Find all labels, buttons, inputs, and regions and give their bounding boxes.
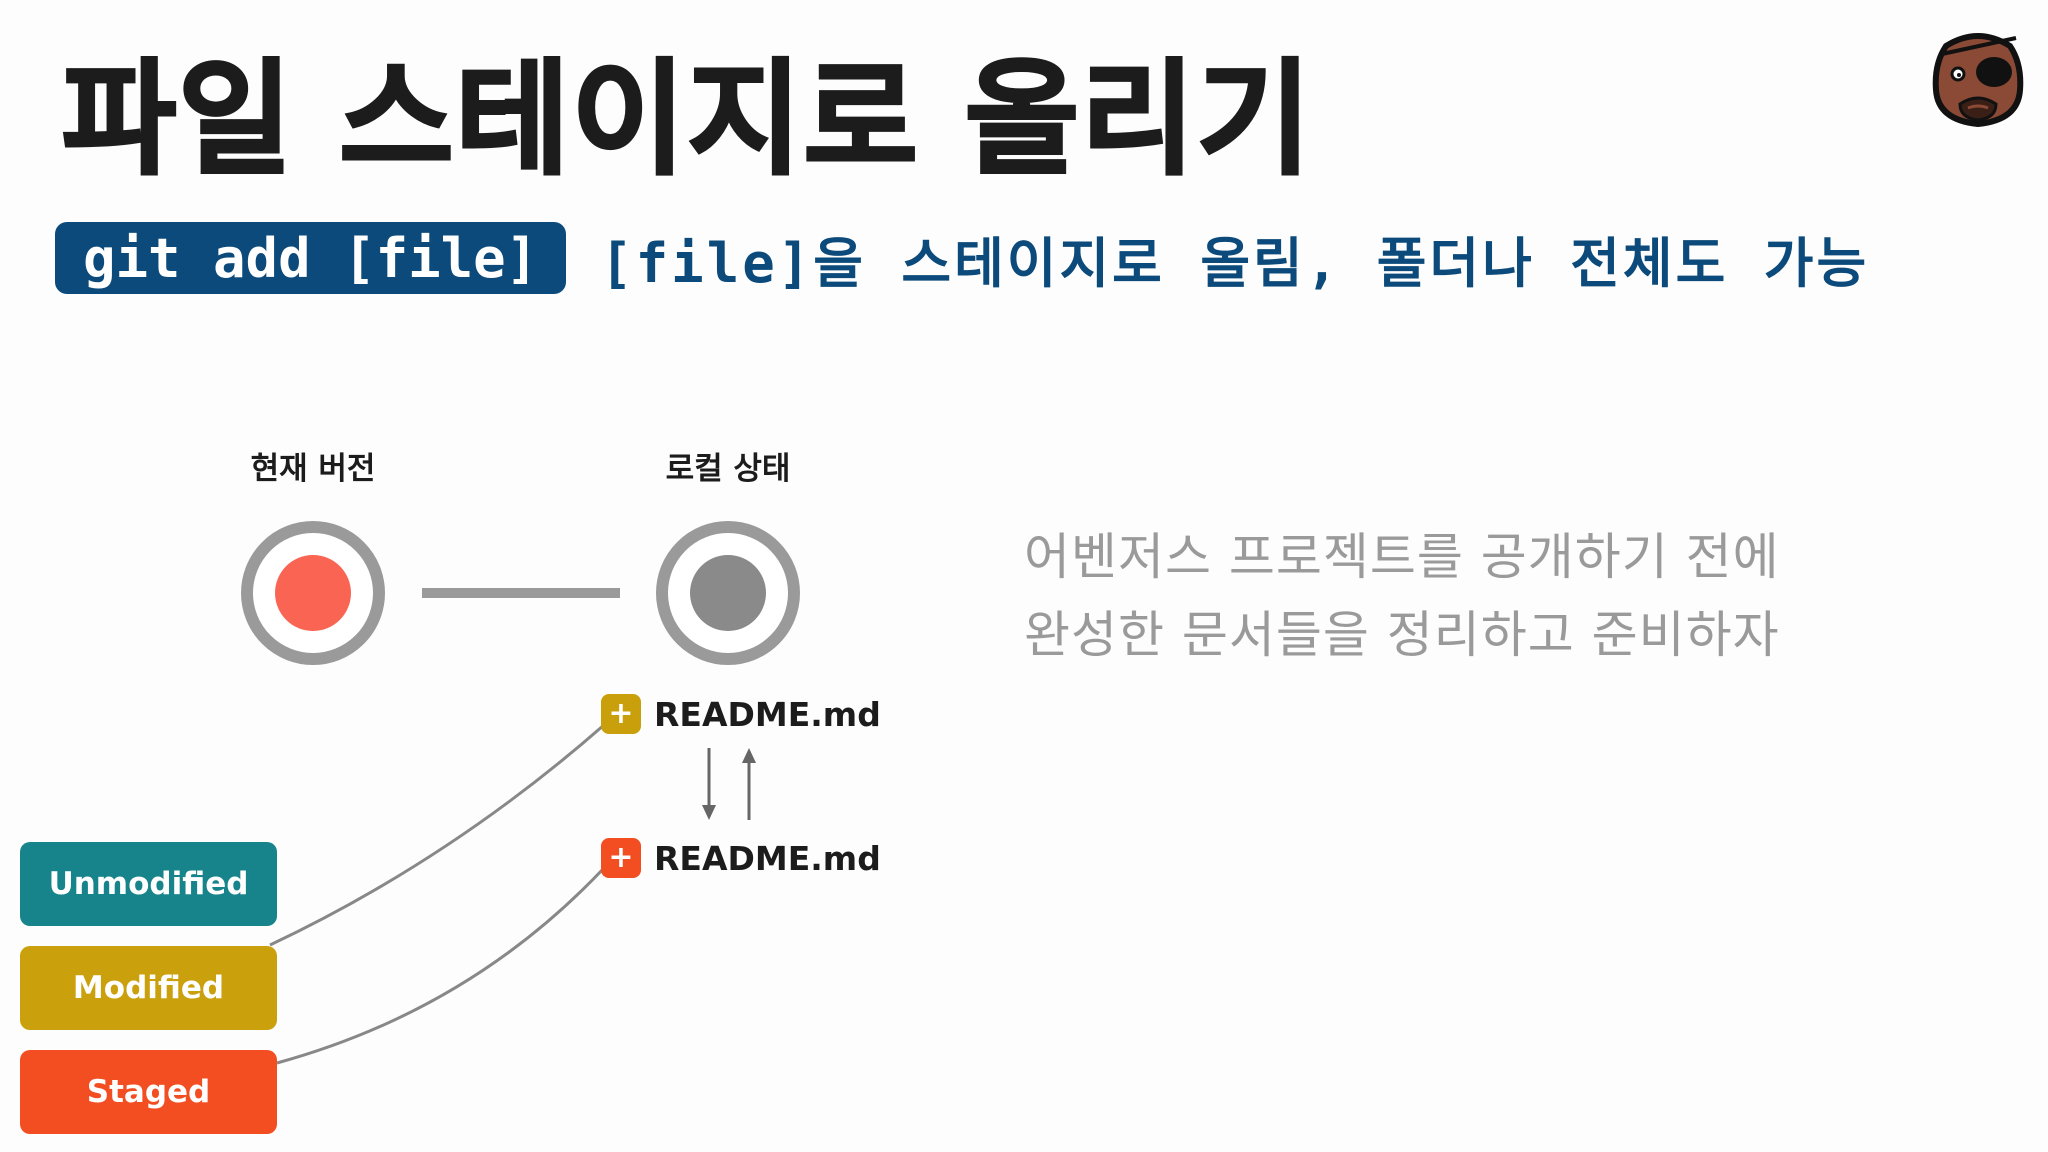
file-name: README.md [654, 838, 881, 878]
connector-modified-to-file [269, 723, 605, 947]
file-name: README.md [654, 694, 881, 734]
command-row: git add [file] [file]을 스테이지로 올림, 폴더나 전체도… [55, 222, 1869, 295]
column-label-local-state: 로컬 상태 [665, 451, 791, 487]
command-badge: git add [file] [55, 222, 567, 294]
eyepatch-face-icon [1932, 33, 2024, 128]
connector-staged-to-file [276, 866, 606, 1065]
state-modified: Modified [20, 946, 277, 1030]
column-label-current-version: 현재 버전 [250, 451, 376, 487]
description-line: 어벤저스 프로젝트를 공개하기 전에 [1024, 528, 1780, 586]
plus-icon: + [601, 694, 641, 734]
page-title: 파일 스테이지로 올리기 [60, 48, 1314, 192]
down-arrow-icon [702, 748, 716, 820]
state-unmodified: Unmodified [20, 842, 277, 926]
state-staged: Staged [20, 1050, 277, 1134]
local-state-commit-dot [690, 555, 766, 631]
current-version-commit-dot [275, 555, 351, 631]
file-row-staged: + README.md [601, 836, 881, 880]
command-description: [file]을 스테이지로 올림, 폴더나 전체도 가능 [600, 231, 1870, 295]
file-row-modified: + README.md [601, 692, 881, 736]
description-text: 어벤저스 프로젝트를 공개하기 전에 완성한 문서들을 정리하고 준비하자 [1024, 518, 1780, 674]
plus-icon: + [601, 838, 641, 878]
description-line: 완성한 문서들을 정리하고 준비하자 [1024, 606, 1780, 664]
up-arrow-icon [742, 748, 756, 820]
